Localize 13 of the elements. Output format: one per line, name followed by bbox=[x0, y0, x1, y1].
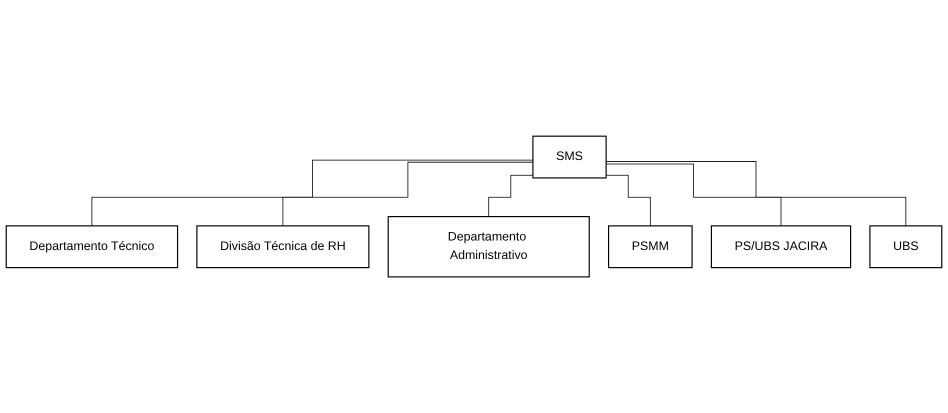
node-box: PSMM bbox=[608, 225, 693, 268]
connector bbox=[606, 174, 651, 226]
node-box: SMS bbox=[532, 136, 607, 178]
connector bbox=[92, 160, 534, 226]
connector bbox=[488, 174, 534, 217]
node-box: Departamento Administrativo bbox=[388, 216, 590, 278]
connector bbox=[606, 164, 782, 226]
connector bbox=[282, 162, 534, 226]
node-box: PS/UBS JACIRA bbox=[710, 225, 852, 268]
node-box: Divisão Técnica de RH bbox=[196, 225, 370, 268]
node-box: UBS bbox=[869, 225, 942, 268]
node-box: Departamento Técnico bbox=[6, 225, 178, 268]
connector bbox=[606, 161, 906, 226]
